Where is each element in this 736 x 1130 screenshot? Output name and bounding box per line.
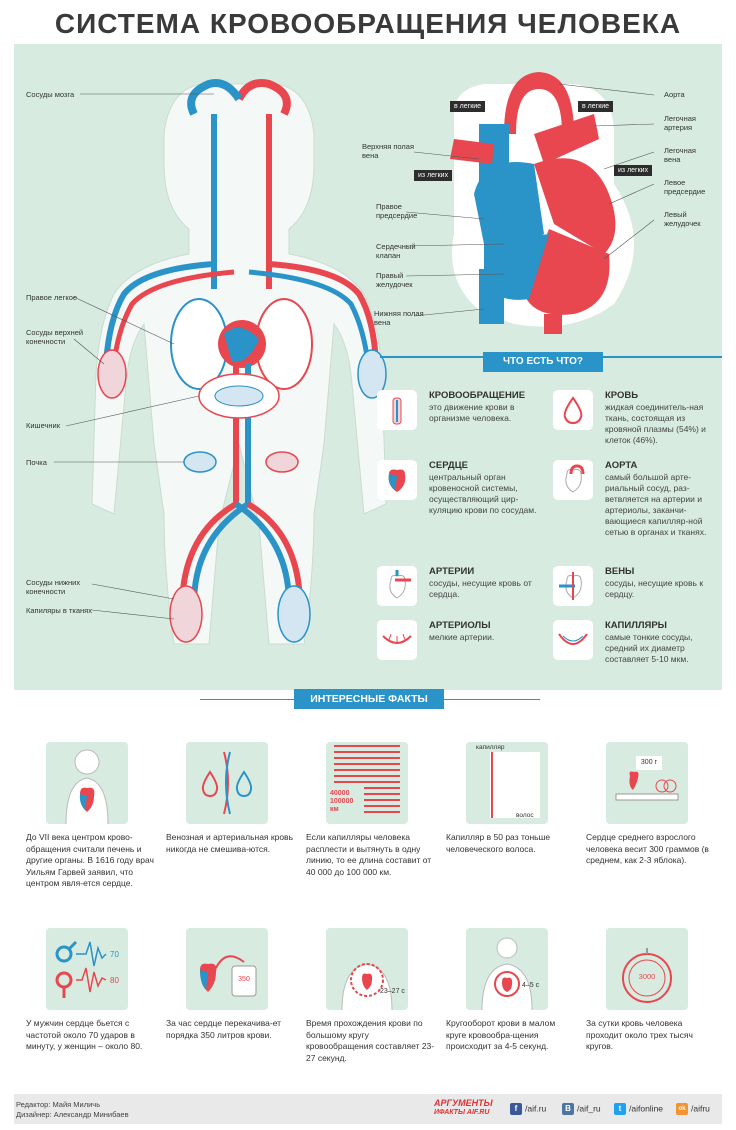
tag-from-lungs-right: из легких [614,165,653,176]
label-volume: 350 [238,976,250,983]
male-rate: 70 [110,950,119,959]
heart-diagram [450,72,634,334]
tissue-capillaries [169,585,203,643]
artery-icon [377,566,417,606]
label-weight: 300 г [636,756,662,770]
aif-logo[interactable]: АРГУМЕНТЫ ИФАКТЫ AIF.RU [434,1098,493,1117]
label-systemic-time: 23–27 с [380,988,405,995]
aorta-vessel [504,72,574,134]
label-heart-valve: Сердечный клапан [376,242,416,260]
aorta-icon [553,460,593,500]
small-circle-icon: 4–5 с [466,928,548,1010]
label-intestine: Кишечник [26,421,61,430]
upper-limb-artery [111,269,235,365]
tag-to-lungs-right: в легкие [578,101,614,112]
gender-pulse-icon: 70 80 [46,928,128,1010]
pulmonary-artery-vessel [534,114,599,164]
daily-circles-icon: 3000 [606,928,688,1010]
twitter-icon: t [614,1103,626,1115]
kidney-organ [183,451,217,473]
ok-link[interactable]: ok/aifru [676,1103,710,1115]
capillary-length-top: 40000 [330,790,350,797]
label-upper-limb-vessels: Сосуды верхней конечности [26,328,84,346]
vk-link[interactable]: В/aif_ru [562,1103,601,1115]
designer-credit: Дизайнер: Александр Минибаев [16,1110,129,1119]
circulation-illustration [54,72,655,645]
ok-icon: ok [676,1103,688,1115]
two-drops-icon [186,742,268,824]
label-tissue-capillaries: Капиляры в тканях [26,606,92,615]
tag-from-lungs-left: из легких [414,170,453,181]
blood-drop-icon [553,390,593,430]
label-right-ventricle: Правый желудочек [376,271,413,289]
right-atrium-chamber [474,162,544,248]
credits: Редактор: Майя Миличь Дизайнер: Александ… [16,1100,129,1120]
footer: Редактор: Майя Миличь Дизайнер: Александ… [14,1094,722,1124]
label-aorta: Аорта [664,90,685,99]
capillary-icon [553,620,593,660]
label-capillary: капилляр [476,744,505,751]
label-lower-limb-vessels: Сосуды нижних конечности [26,578,81,596]
vk-icon: В [562,1103,574,1115]
heart-pump-icon: 350 [186,928,268,1010]
brain-vessels-artery [235,79,291,116]
facebook-link[interactable]: f/aif.ru [510,1103,546,1115]
capillary-line-icon: 40000 100000 км [326,742,408,824]
capillary-length-unit: км [330,806,339,813]
label-left-atrium: Левое предсердие [664,178,706,196]
label-pulmonary-vein: Легочная вена [664,146,696,164]
label-pulmonary-time: 4–5 с [522,982,540,989]
label-inferior-vena-cava: Нижняя полая вена [374,309,424,327]
what-is-what-title: ЧТО ЕСТЬ ЧТО? [483,352,603,372]
scales-icon: 300 г [606,742,688,824]
label-right-atrium: Правое предсердие [376,202,418,220]
hair-compare-icon: капилляр волос [466,742,548,824]
label-pulmonary-artery: Легочная артерия [664,114,696,132]
stopwatch-body-icon: 23–27 с [326,928,408,1010]
tag-to-lungs-left: в легкие [450,101,486,112]
facts-title: ИНТЕРЕСНЫЕ ФАКТЫ [294,689,444,709]
twitter-link[interactable]: t/aifonline [614,1103,663,1115]
label-daily-count: 3000 [638,972,656,981]
brain-vessels-vein [187,79,243,116]
vein-icon [553,566,593,606]
arteriole-icon [377,620,417,660]
label-kidney: Почка [26,458,47,467]
page-title: СИСТЕМА КРОВООБРАЩЕНИЯ ЧЕЛОВЕКА [54,8,682,39]
left-atrium-chamber [534,158,616,254]
capillary-length-mid: 100000 [330,798,354,805]
label-brain-vessels: Сосуды мозга [26,90,75,99]
facebook-icon: f [510,1103,522,1115]
left-ventricle-chamber [524,229,610,315]
inferior-vena-cava-vessel [479,269,504,324]
heart-in-chest-icon [46,742,128,824]
main-panel: Сосуды мозга Правое легкое Сосуды верхне… [14,44,722,690]
editor-credit: Редактор: Майя Миличь [16,1100,101,1109]
label-left-ventricle: Левый желудочек [664,210,701,228]
heart-icon [377,460,417,500]
label-hair: волос [516,812,534,819]
label-superior-vena-cava: Верхняя полая вена [362,142,415,160]
upper-limb-vein [103,261,215,365]
label-right-lung: Правое легкое [26,293,78,302]
female-rate: 80 [110,976,119,985]
circulation-icon [377,390,417,430]
